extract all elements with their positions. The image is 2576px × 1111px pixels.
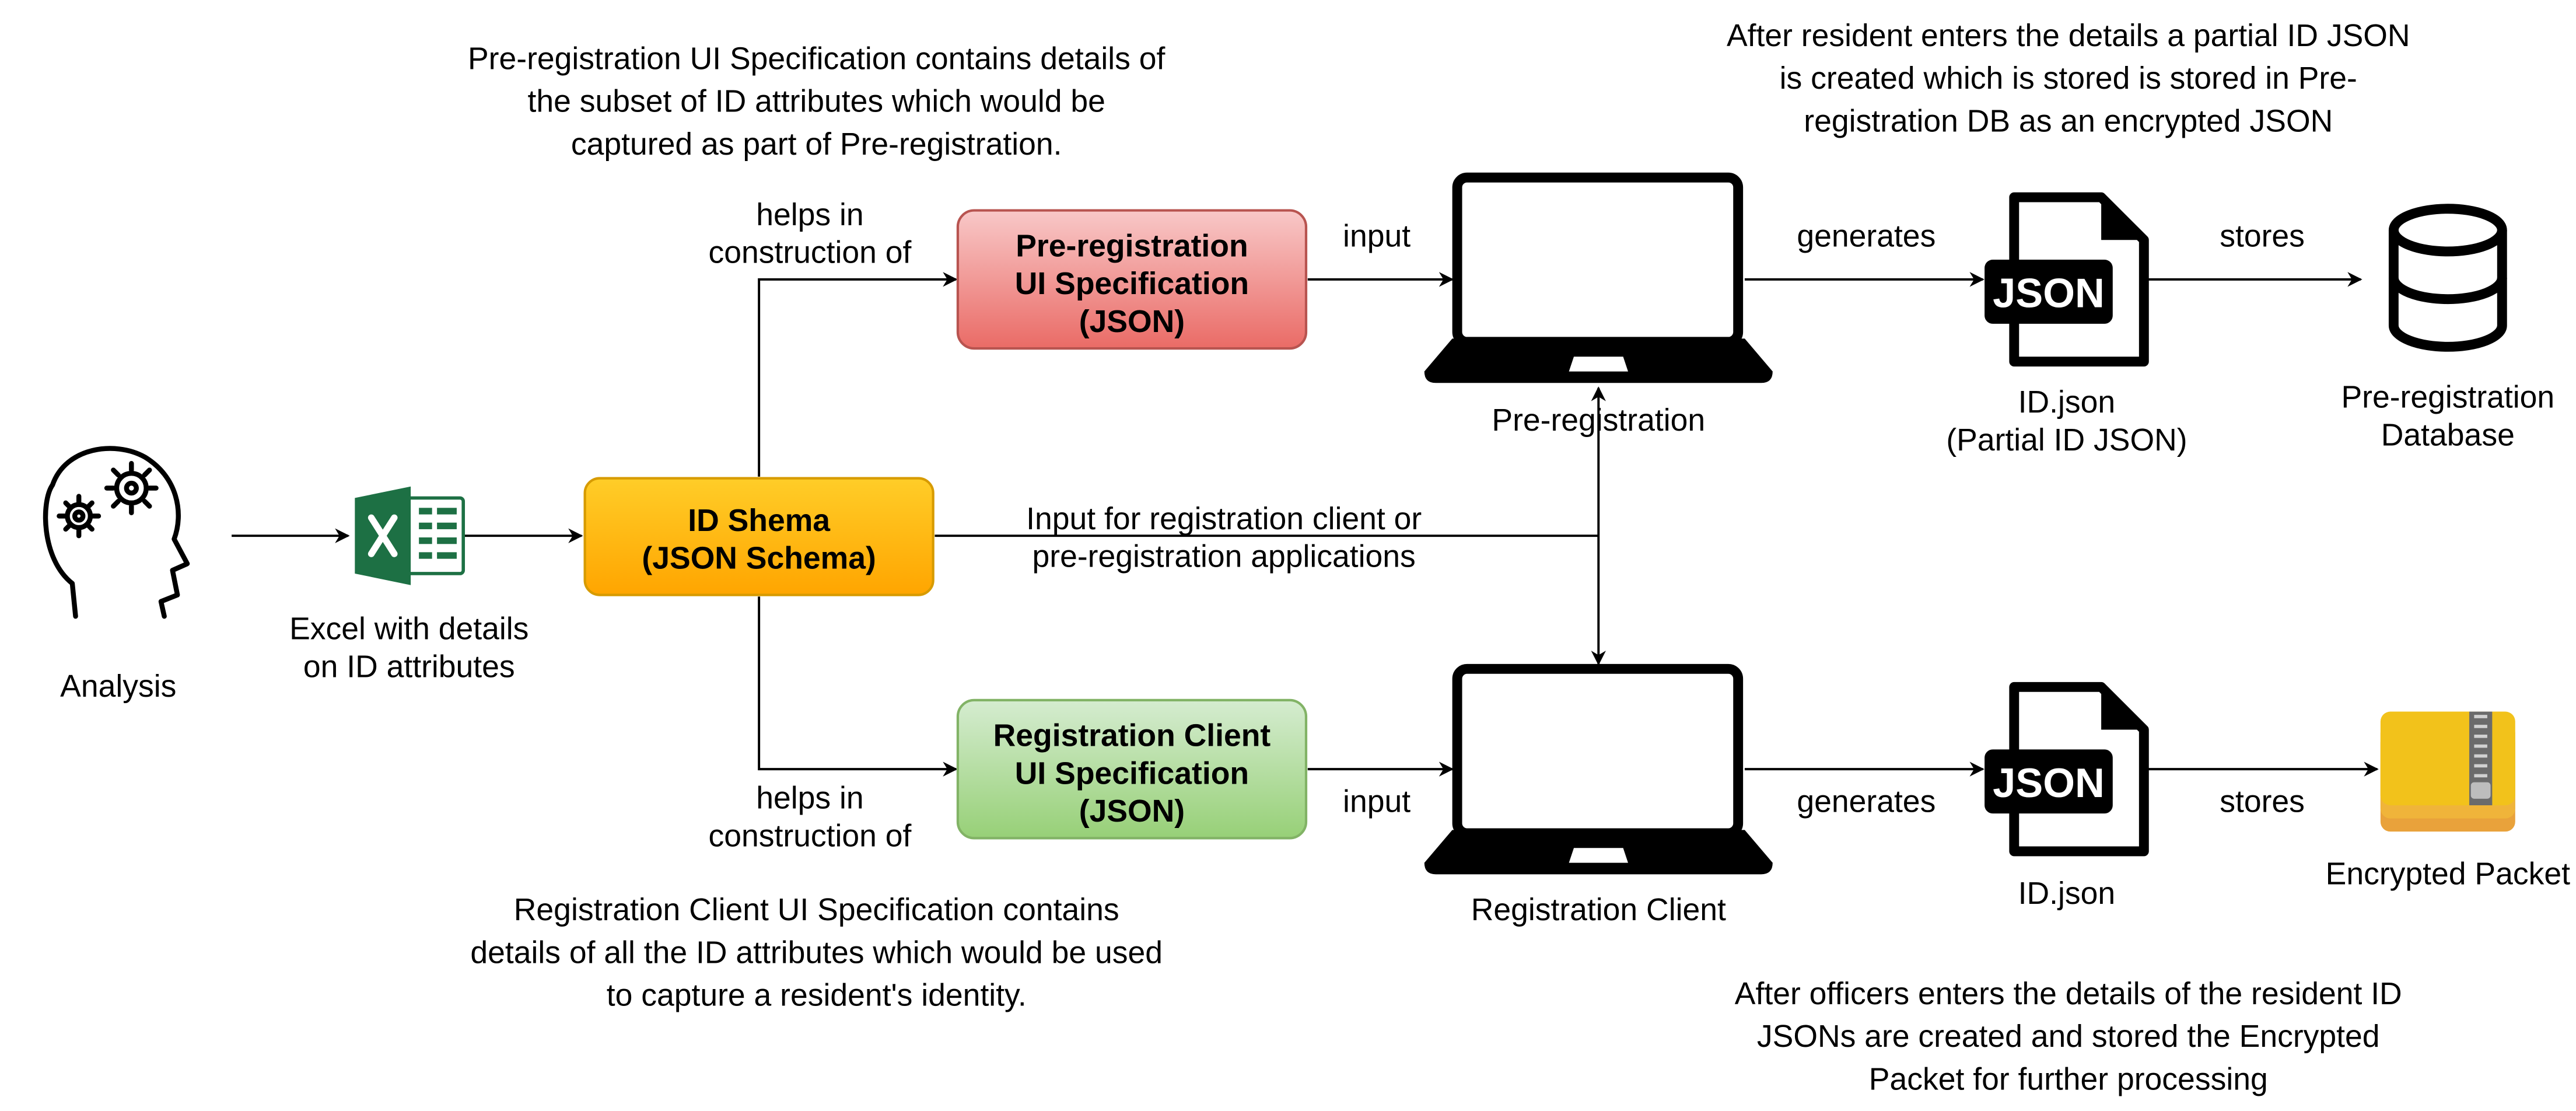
prereg-json-node[interactable]: JSON ID.json (Partial ID JSON)	[1946, 192, 2188, 457]
note-line: After resident enters the details a part…	[1727, 19, 2410, 53]
note-prereg-spec: Pre-registration UI Specification contai…	[468, 41, 1166, 161]
prereg-json-label-line2: (Partial ID JSON)	[1946, 423, 2187, 457]
note-line: Pre-registration UI Specification contai…	[468, 41, 1166, 76]
database-icon	[2388, 204, 2507, 352]
note-line: registration DB as an encrypted JSON	[1804, 104, 2333, 138]
regclient-ui-spec-box[interactable]: Registration Client UI Specification (JS…	[956, 698, 1308, 840]
schema-input-line1: Input for registration client or	[1026, 502, 1422, 536]
excel-icon	[355, 486, 466, 585]
generates-top-label: generates	[1797, 219, 1936, 254]
note-line: After officers enters the details of the…	[1735, 977, 2402, 1011]
note-line: is created which is stored is stored in …	[1780, 61, 2357, 96]
reg-json-label: ID.json	[2018, 876, 2116, 911]
note-line: the subset of ID attributes which would …	[528, 85, 1105, 119]
regclient-spec-line2: UI Specification	[1015, 756, 1249, 791]
edge-schema-regclient-spec	[758, 596, 958, 777]
prereg-spec-line1: Pre-registration	[1016, 229, 1248, 263]
prereg-db-label-line2: Database	[2381, 418, 2515, 452]
helps-bottom-line1: helps in	[756, 781, 863, 816]
schema-input-line2: pre-registration applications	[1032, 540, 1416, 574]
prereg-spec-line3: (JSON)	[1079, 305, 1185, 339]
prereg-spec-line2: UI Specification	[1015, 267, 1249, 301]
generates-bottom-label: generates	[1797, 784, 1936, 819]
packet-label: Encrypted Packet	[2326, 857, 2570, 891]
id-schema-box[interactable]: ID Shema (JSON Schema)	[583, 477, 935, 596]
reg-json-icon-text: JSON	[1993, 760, 2105, 806]
stores-bottom-label: stores	[2220, 784, 2305, 819]
prereg-db-label-line1: Pre-registration	[2341, 380, 2554, 415]
prereg-laptop-node[interactable]: Pre-registration	[1424, 172, 1773, 438]
note-line: Packet for further processing	[1869, 1062, 2268, 1096]
analysis-label: Analysis	[60, 669, 176, 704]
reg-json-node[interactable]: JSON ID.json	[1985, 682, 2149, 911]
regclient-spec-line3: (JSON)	[1079, 794, 1185, 829]
zip-archive-icon	[2380, 711, 2515, 832]
laptop-icon	[1424, 663, 1773, 875]
excel-label-line1: Excel with details	[289, 612, 528, 647]
json-file-icon: JSON	[1985, 682, 2149, 857]
prereg-json-label-line1: ID.json	[2018, 385, 2116, 420]
edge-labels: helps in construction of helps in constr…	[708, 198, 2304, 854]
edge-schema-prereg-spec	[758, 272, 958, 477]
input-top-label: input	[1343, 219, 1410, 254]
regclient-spec-line1: Registration Client	[993, 719, 1271, 753]
note-partial-json: After resident enters the details a part…	[1727, 19, 2410, 138]
regclient-laptop-label: Registration Client	[1471, 893, 1726, 927]
prereg-database-node[interactable]: Pre-registration Database	[2341, 204, 2554, 453]
note-line: details of all the ID attributes which w…	[470, 935, 1163, 970]
note-officer: After officers enters the details of the…	[1735, 977, 2402, 1096]
helps-bottom-line2: construction of	[708, 819, 911, 853]
note-line: JSONs are created and stored the Encrypt…	[1757, 1019, 2380, 1054]
json-file-icon: JSON	[1985, 192, 2149, 367]
helps-top-line1: helps in	[756, 198, 863, 232]
edges	[232, 272, 2379, 777]
id-schema-line1: ID Shema	[688, 504, 831, 538]
encrypted-packet-node[interactable]: Encrypted Packet	[2326, 711, 2570, 892]
excel-node[interactable]: Excel with details on ID attributes	[289, 486, 528, 684]
analysis-node: Analysis	[43, 446, 190, 704]
excel-label-line2: on ID attributes	[303, 649, 515, 684]
prereg-ui-spec-box[interactable]: Pre-registration UI Specification (JSON)	[956, 209, 1308, 350]
note-line: Registration Client UI Specification con…	[514, 893, 1119, 927]
id-schema-line2: (JSON Schema)	[642, 541, 876, 576]
helps-top-line2: construction of	[708, 236, 911, 270]
stores-top-label: stores	[2220, 219, 2305, 254]
head-gears-icon	[43, 446, 190, 619]
prereg-laptop-label: Pre-registration	[1492, 403, 1705, 438]
prereg-json-icon-text: JSON	[1993, 270, 2105, 316]
note-line: captured as part of Pre-registration.	[571, 127, 1062, 162]
input-bottom-label: input	[1343, 784, 1410, 819]
laptop-icon	[1424, 172, 1773, 383]
note-regclient-spec: Registration Client UI Specification con…	[470, 893, 1163, 1012]
note-line: to capture a resident's identity.	[607, 979, 1027, 1013]
regclient-laptop-node[interactable]: Registration Client	[1424, 663, 1773, 927]
